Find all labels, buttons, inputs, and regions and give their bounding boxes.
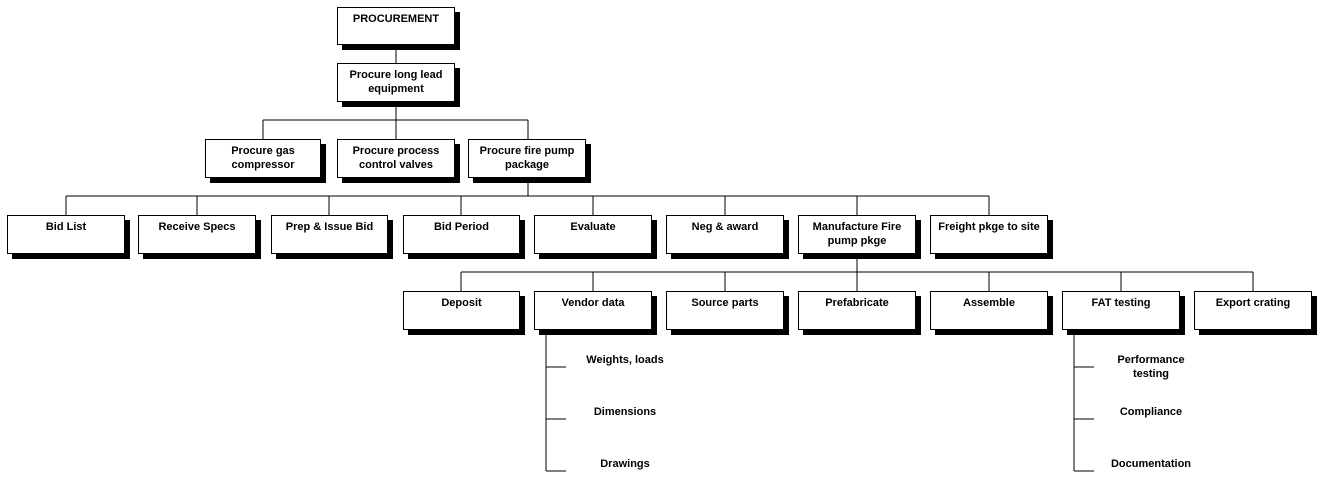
node-export-crating: Export crating <box>1194 291 1312 330</box>
node-assemble: Assemble <box>930 291 1048 330</box>
node-procure-fire-pump-package: Procure fire pump package <box>468 139 586 178</box>
leaf-performance-testing: Performance testing <box>1117 354 1185 380</box>
leaf-weights-loads: Weights, loads <box>586 354 664 366</box>
node-manufacture-fire-pump-pkge: Manufacture Fire pump pkge <box>798 215 916 254</box>
node-prefabricate: Prefabricate <box>798 291 916 330</box>
node-vendor-data: Vendor data <box>534 291 652 330</box>
node-receive-specs: Receive Specs <box>138 215 256 254</box>
node-neg-award: Neg & award <box>666 215 784 254</box>
node-prep-issue-bid: Prep & Issue Bid <box>271 215 388 254</box>
node-procurement: PROCUREMENT <box>337 7 455 45</box>
node-procure-long-lead-equipment: Procure long lead equipment <box>337 63 455 102</box>
leaf-compliance: Compliance <box>1119 406 1183 418</box>
node-bid-list: Bid List <box>7 215 125 254</box>
node-evaluate: Evaluate <box>534 215 652 254</box>
leaf-documentation: Documentation <box>1110 458 1192 470</box>
leaf-drawings: Drawings <box>600 458 650 470</box>
node-fat-testing: FAT testing <box>1062 291 1180 330</box>
leaf-dimensions: Dimensions <box>593 406 657 418</box>
node-bid-period: Bid Period <box>403 215 520 254</box>
node-procure-process-control-valves: Procure process control valves <box>337 139 455 178</box>
node-procure-gas-compressor: Procure gas compressor <box>205 139 321 178</box>
node-freight-pkge-to-site: Freight pkge to site <box>930 215 1048 254</box>
node-source-parts: Source parts <box>666 291 784 330</box>
node-deposit: Deposit <box>403 291 520 330</box>
